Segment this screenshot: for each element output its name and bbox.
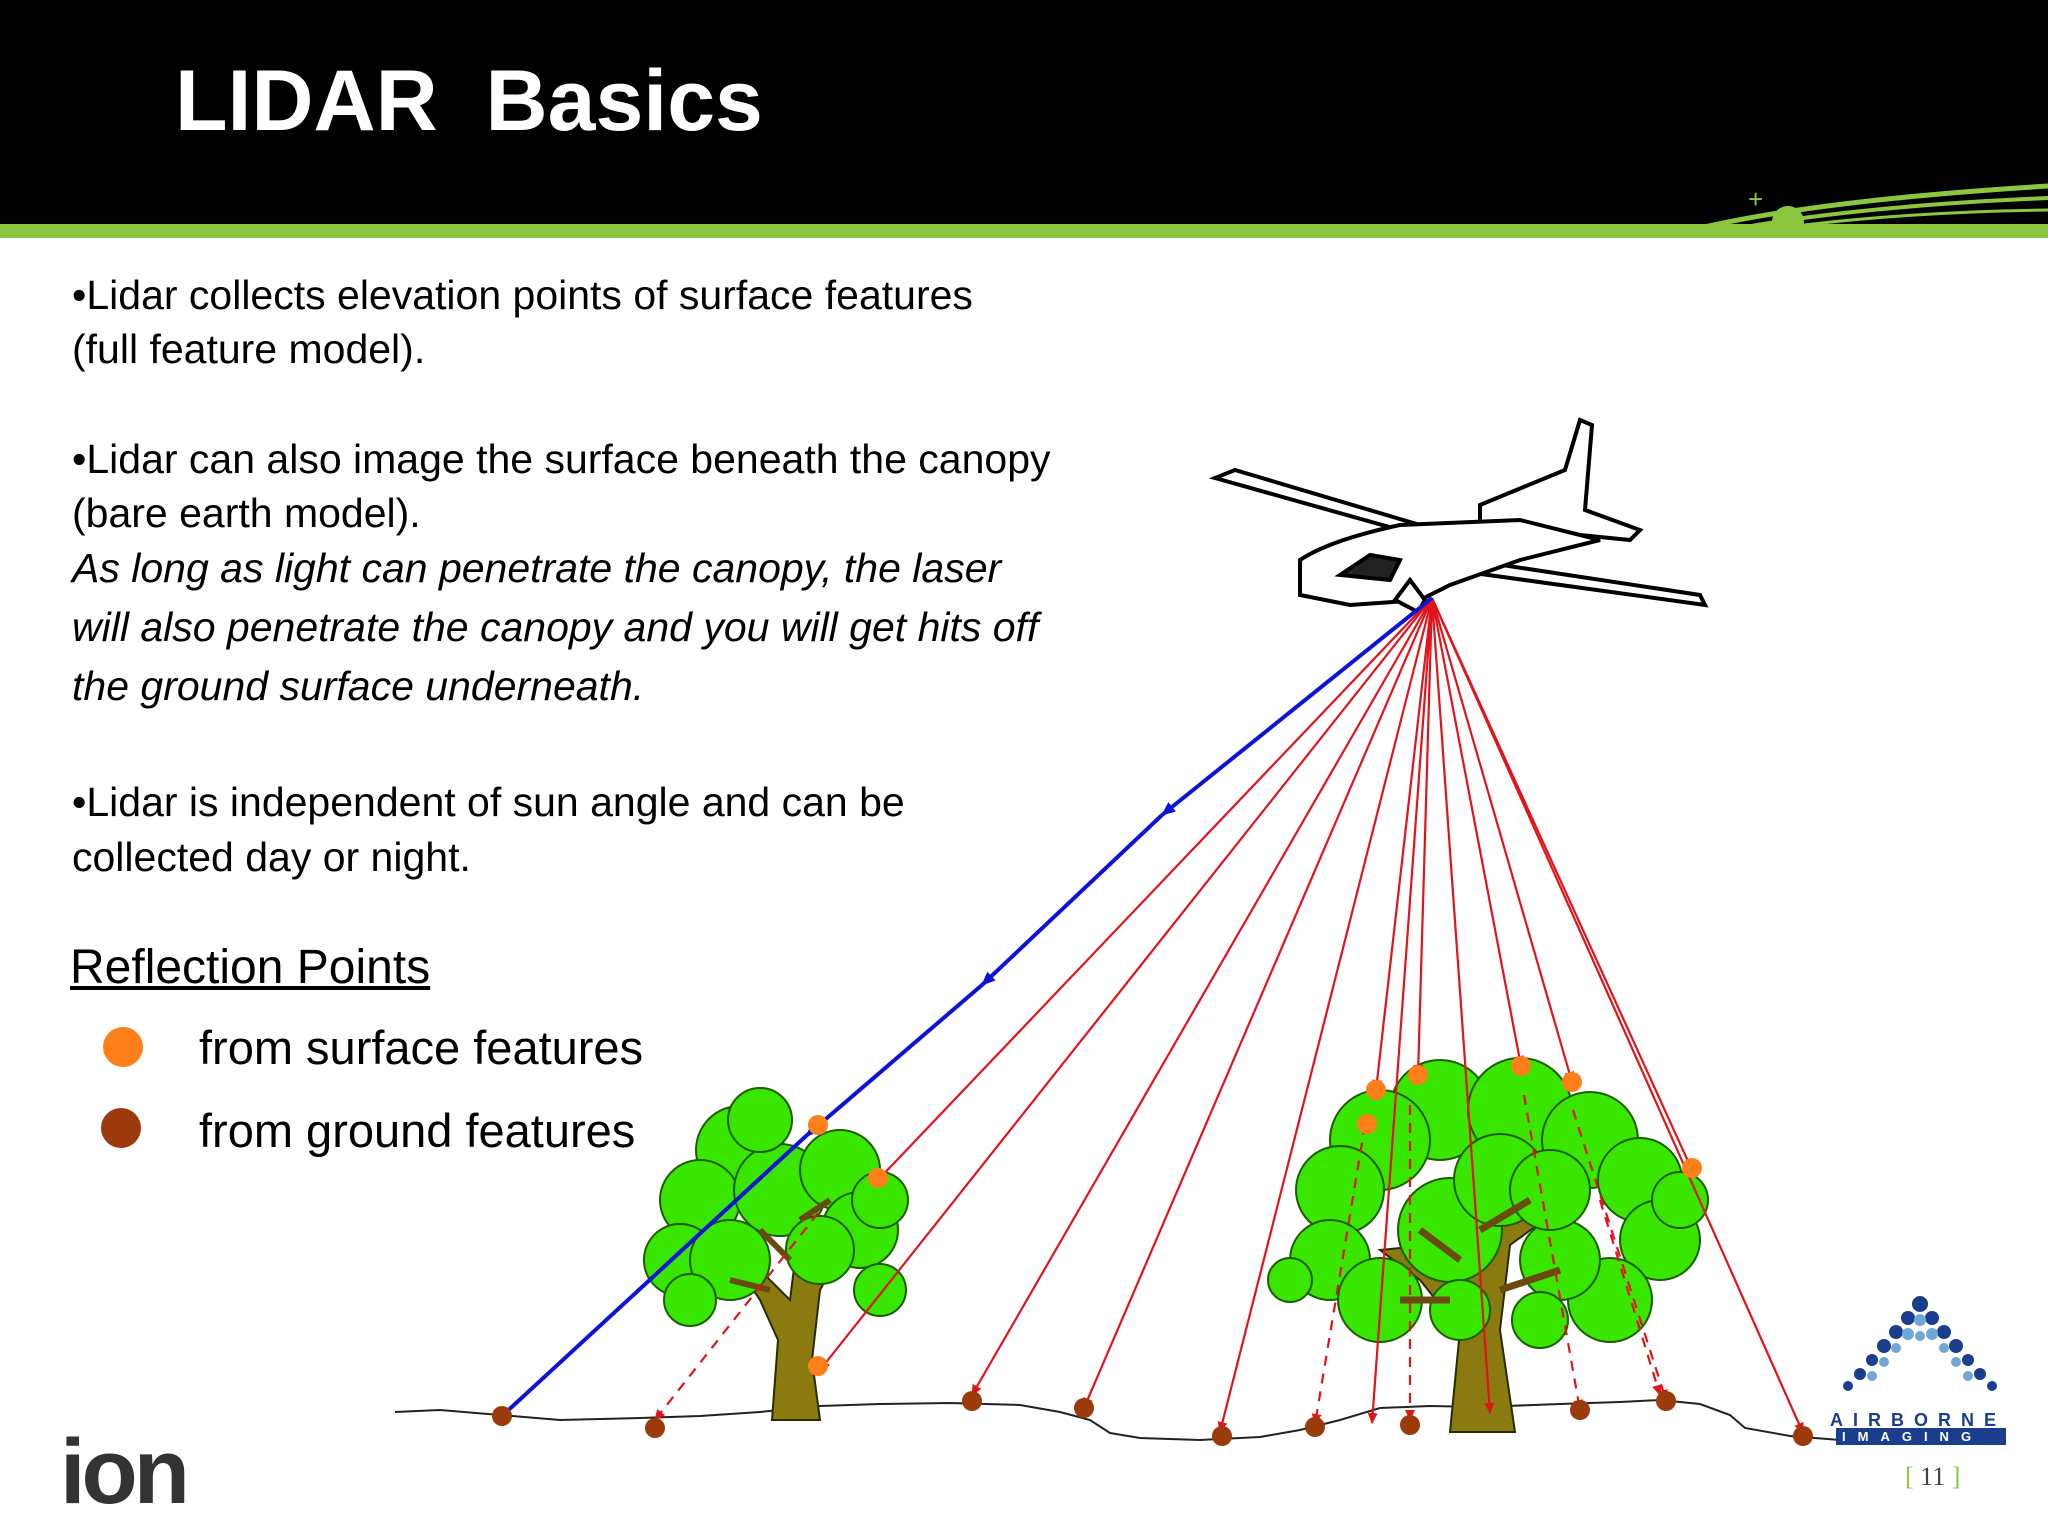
bullet-2-line-1: •Lidar can also image the surface beneat… [72,436,1051,482]
ground-reflection-point [1570,1400,1590,1420]
reflection-points-group [492,1056,1813,1446]
surface-reflection-point [1357,1114,1377,1134]
bullet-2-italic-line-2: will also penetrate the canopy and you w… [72,604,1039,650]
ion-logo: ion [60,1421,190,1523]
ground-reflection-point [1400,1415,1420,1435]
return-beam [804,983,984,1138]
green-accent-bar [0,224,2048,238]
surface-point-legend-icon [103,1027,143,1067]
bullet-2-line-2: (bare earth model). [72,490,421,536]
laser-pulse-beam [971,597,1433,1396]
ground-reflection-point [962,1391,982,1411]
canopy-penetration-beam [1598,1199,1662,1396]
bullet-3-line-1: •Lidar is independent of sun angle and c… [72,779,905,825]
legend-ground-label: from ground features [199,1104,636,1157]
imaging-text: IMAGING [1836,1428,2006,1445]
surface-reflection-point [1562,1072,1582,1092]
bullet-2-italic-line-1: As long as light can penetrate the canop… [72,545,1002,591]
airborne-text: AIRBORNE [1830,1410,2007,1430]
laser-pulse-beam [1082,597,1434,1409]
laser-pulse-beam [1413,597,1434,1076]
ground-reflection-point [1793,1426,1813,1446]
laser-pulse-beam [1367,597,1434,1424]
laser-pulse-beam [877,597,1433,1181]
bullet-1-line-1: •Lidar collects elevation points of surf… [72,272,973,318]
ground-reflection-point [645,1418,665,1438]
laser-pulse-beam [1430,597,1805,1434]
surface-reflection-point [808,1356,828,1376]
surface-reflection-point [1511,1056,1531,1076]
canopy-penetration-beam [1311,1124,1367,1425]
beams-group [500,596,1805,1434]
surface-reflection-point [1408,1065,1428,1085]
surface-reflection-point [868,1168,888,1188]
return-beam [980,813,1164,987]
legend-surface-label: from surface features [199,1021,644,1074]
laser-pulse-beam [819,597,1433,1371]
surface-reflection-point [1366,1080,1386,1100]
bullet-1-line-2: (full feature model). [72,326,426,372]
large-tree [1267,1057,1709,1433]
airborne-imaging-logo [1843,1296,1997,1391]
laser-pulse-beam [1372,597,1434,1091]
bullet-3-line-2: collected day or night. [72,834,471,880]
ground-reflection-point [1656,1391,1676,1411]
surface-reflection-point [808,1115,828,1135]
canopy-penetration-beam [654,1212,819,1421]
svg-text:+: + [1748,184,1763,214]
slide-title: LIDAR Basics [175,53,763,149]
bullet-2-italic-line-3: the ground surface underneath. [72,663,645,709]
small-tree [643,1087,909,1421]
laser-pulse-beam [1430,597,1495,1414]
canopy-penetration-beam [1571,1109,1668,1401]
surface-reflection-point [1682,1158,1702,1178]
ground-point-legend-icon [101,1108,141,1148]
page-number-value: 11 [1920,1462,1946,1491]
return-beam [500,1134,808,1418]
ground-reflection-point [1074,1398,1094,1418]
ground-reflection-point [1212,1426,1232,1446]
page-number: [ 11 ] [1905,1462,1961,1491]
ground-reflection-point [1305,1417,1325,1437]
return-beam [1160,596,1434,817]
airplane [1208,417,1709,615]
laser-pulse-beam [1217,597,1434,1433]
laser-pulse-beam [1430,597,1525,1067]
laser-pulse-beam [1430,597,1575,1083]
legend-title: Reflection Points [70,941,431,994]
title-bar: LIDAR Basics [0,0,2048,226]
ground-reflection-point [492,1406,512,1426]
ground-line [394,1398,1841,1442]
header-swoosh-decoration: + [1700,183,2048,238]
